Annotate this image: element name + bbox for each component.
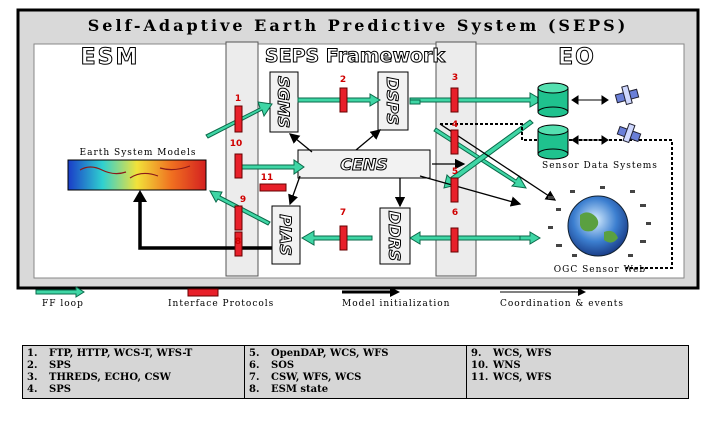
component-sgms: SGMS bbox=[269, 71, 299, 133]
protocol-item: 9.WCS, WFS bbox=[471, 348, 552, 359]
svg-text:DDRS: DDRS bbox=[385, 211, 404, 261]
svg-text:CENS: CENS bbox=[340, 155, 388, 174]
protocol-column-1: 1.FTP, HTTP, WCS-T, WFS-T 2.SPS 3.THREDS… bbox=[22, 345, 245, 399]
sensor-data-cylinder-bottom bbox=[537, 124, 569, 160]
protocol-item: 4.SPS bbox=[27, 384, 71, 395]
svg-text:3: 3 bbox=[452, 73, 458, 83]
svg-text:6: 6 bbox=[452, 208, 458, 218]
svg-text:9: 9 bbox=[240, 195, 246, 205]
coordination-arrows bbox=[288, 123, 557, 208]
ogc-sensor-web-globe bbox=[567, 195, 629, 257]
svg-text:FF loop: FF loop bbox=[42, 299, 84, 309]
sensor-data-systems-label: Sensor Data Systems bbox=[542, 161, 658, 171]
svg-text:DSPS: DSPS bbox=[383, 77, 402, 125]
legend-ff-loop: FF loop bbox=[35, 286, 85, 309]
component-pias: PIAS bbox=[271, 205, 301, 265]
svg-text:Interface Protocols: Interface Protocols bbox=[168, 299, 274, 309]
ogc-sensor-web-label: OGC Sensor Web bbox=[554, 265, 646, 275]
legend: FF loop Interface Protocols Model initia… bbox=[35, 286, 624, 309]
component-dsps: DSPS bbox=[377, 71, 409, 131]
earth-system-models-label: Earth System Models bbox=[80, 148, 197, 158]
model-initialization-arrow bbox=[133, 190, 272, 250]
region-seps-framework: SEPS Framework bbox=[265, 45, 446, 67]
svg-text:Coordination & events: Coordination & events bbox=[500, 299, 624, 309]
protocol-column-2: 5.OpenDAP, WCS, WFS 6.SOS 7.CSW, WFS, WC… bbox=[244, 345, 467, 399]
protocol-item: 10.WNS bbox=[471, 360, 521, 371]
sensor-web-icons bbox=[548, 186, 651, 257]
svg-text:7: 7 bbox=[340, 208, 346, 218]
svg-text:11: 11 bbox=[261, 173, 274, 183]
protocol-item: 11.WCS, WFS bbox=[471, 372, 552, 383]
region-esm: ESM bbox=[81, 45, 140, 70]
region-eo: EO bbox=[558, 45, 596, 70]
svg-text:PIAS: PIAS bbox=[276, 214, 295, 256]
legend-model-initialization: Model initialization bbox=[342, 287, 450, 309]
svg-text:1: 1 bbox=[235, 94, 241, 104]
protocol-item: 8.ESM state bbox=[249, 384, 329, 395]
svg-text:8: 8 bbox=[235, 237, 241, 247]
component-cens: CENS bbox=[297, 149, 431, 179]
protocol-table-row: 1.FTP, HTTP, WCS-T, WFS-T 2.SPS 3.THREDS… bbox=[22, 345, 689, 399]
diagram-title: Self-Adaptive Earth Predictive System (S… bbox=[88, 16, 629, 35]
svg-text:Model initialization: Model initialization bbox=[342, 299, 450, 309]
protocol-item: 2.SPS bbox=[27, 360, 71, 371]
protocol-item: 3.THREDS, ECHO, CSW bbox=[27, 372, 171, 383]
sensor-data-cylinder-top bbox=[537, 82, 569, 118]
satellite-icon-1 bbox=[614, 84, 640, 106]
svg-text:5: 5 bbox=[452, 167, 458, 177]
svg-text:2: 2 bbox=[340, 75, 346, 85]
protocol-table: 1.FTP, HTTP, WCS-T, WFS-T 2.SPS 3.THREDS… bbox=[22, 345, 689, 399]
protocol-item: 6.SOS bbox=[249, 360, 295, 371]
protocol-column-3: 9.WCS, WFS 10.WNS 11.WCS, WFS bbox=[466, 345, 689, 399]
protocol-item: 7.CSW, WFS, WCS bbox=[249, 372, 362, 383]
svg-text:SGMS: SGMS bbox=[274, 76, 293, 128]
interface-markers: 1 2 3 4 5 6 7 8 9 10 11 bbox=[230, 73, 459, 257]
protocol-item: 5.OpenDAP, WCS, WFS bbox=[249, 348, 389, 359]
map-contours bbox=[79, 165, 191, 179]
svg-text:4: 4 bbox=[452, 120, 458, 130]
legend-interface-protocols: Interface Protocols bbox=[168, 288, 274, 309]
legend-coordination-events: Coordination & events bbox=[500, 288, 624, 309]
component-ddrs: DDRS bbox=[379, 207, 411, 265]
satellite-icon-2 bbox=[616, 122, 642, 144]
svg-text:10: 10 bbox=[230, 139, 243, 149]
cylinder-satellite-links bbox=[571, 95, 609, 145]
protocol-item: 1.FTP, HTTP, WCS-T, WFS-T bbox=[27, 348, 193, 359]
